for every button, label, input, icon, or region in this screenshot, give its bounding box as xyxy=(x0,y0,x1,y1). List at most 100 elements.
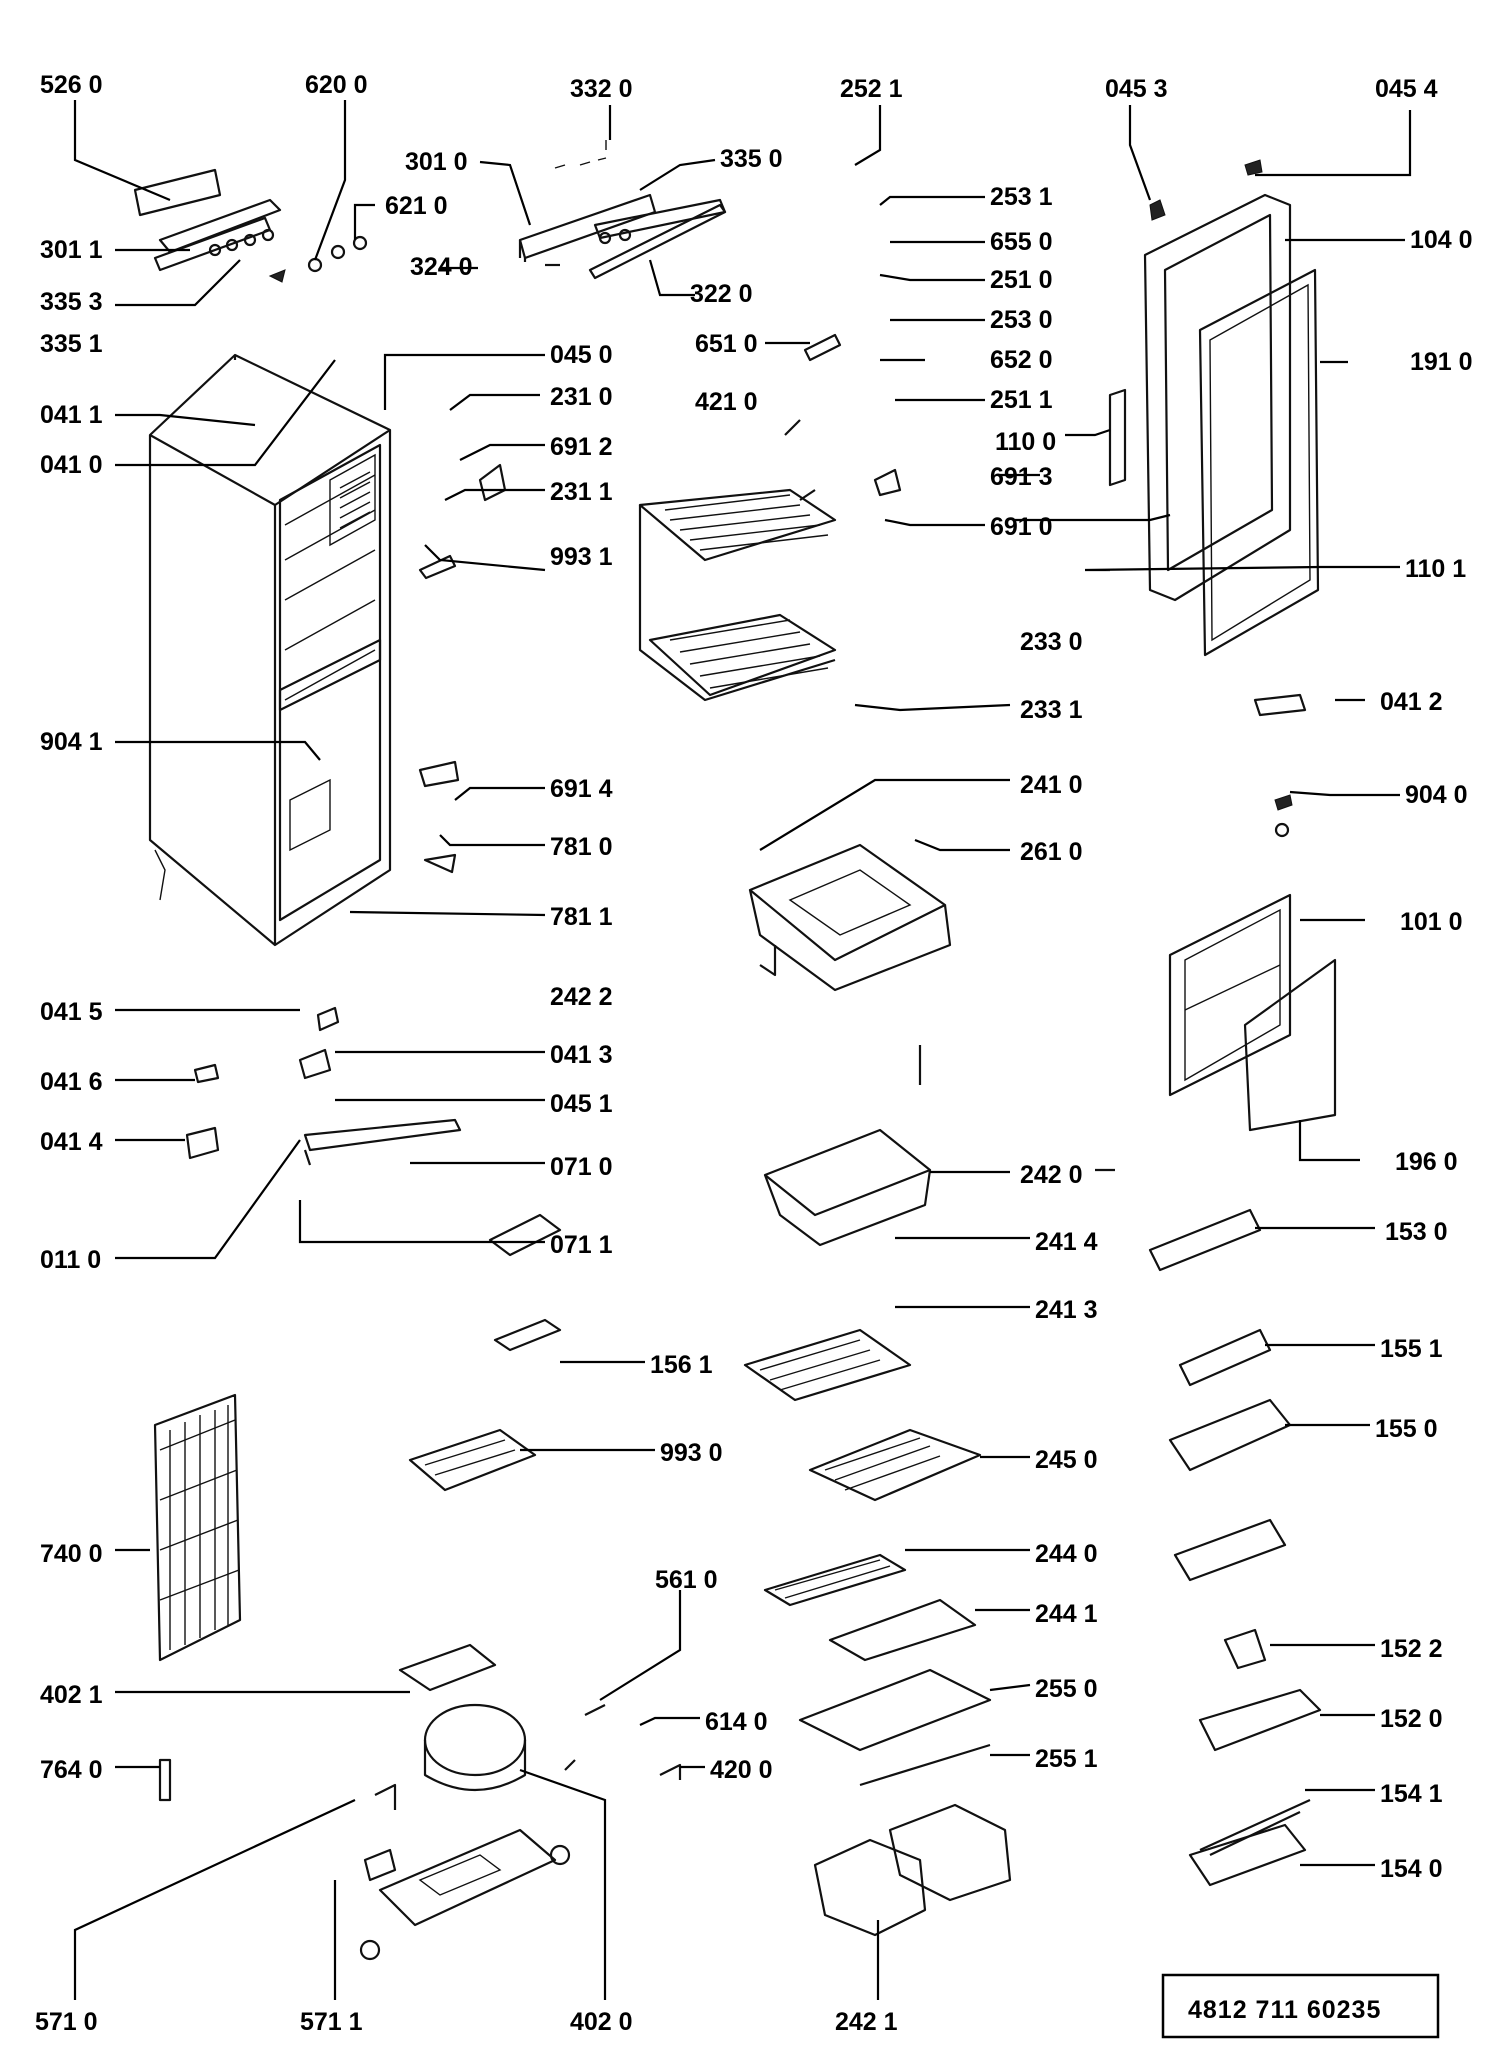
label-251-1: 251 1 xyxy=(990,386,1053,414)
label-045-0: 045 0 xyxy=(550,341,613,369)
small-parts-drawing xyxy=(185,333,1307,1780)
label-241-0: 241 0 xyxy=(1020,771,1083,799)
label-071-0: 071 0 xyxy=(550,1153,613,1181)
label-011-0: 011 0 xyxy=(40,1246,101,1274)
label-041-0: 041 0 xyxy=(40,451,103,479)
label-155-1: 155 1 xyxy=(1380,1335,1443,1363)
label-101-0: 101 0 xyxy=(1400,908,1463,936)
label-241-3: 241 3 xyxy=(1035,1296,1098,1324)
label-253-1: 253 1 xyxy=(990,183,1053,211)
label-156-1: 156 1 xyxy=(650,1351,713,1379)
label-691-2: 691 2 xyxy=(550,433,613,461)
label-191-0: 191 0 xyxy=(1410,348,1473,376)
label-045-3: 045 3 xyxy=(1105,75,1168,103)
label-571-1: 571 1 xyxy=(300,2008,363,2036)
label-335-1: 335 1 xyxy=(40,330,103,358)
label-041-6: 041 6 xyxy=(40,1068,103,1096)
label-651-0: 651 0 xyxy=(695,330,758,358)
label-041-3: 041 3 xyxy=(550,1041,613,1069)
label-764-0: 764 0 xyxy=(40,1756,103,1784)
label-242-1: 242 1 xyxy=(835,2008,898,2036)
label-255-1: 255 1 xyxy=(1035,1745,1098,1773)
label-110-0: 110 0 xyxy=(995,428,1056,456)
label-561-0: 561 0 xyxy=(655,1566,718,1594)
label-655-0: 655 0 xyxy=(990,228,1053,256)
label-571-0: 571 0 xyxy=(35,2008,98,2036)
label-245-0: 245 0 xyxy=(1035,1446,1098,1474)
part-labels: 526 0 620 0 332 0 252 1 045 3 045 4 301 … xyxy=(35,71,1473,2036)
label-621-0: 621 0 xyxy=(385,192,448,220)
label-614-0: 614 0 xyxy=(705,1708,768,1736)
label-153-0: 153 0 xyxy=(1385,1218,1448,1246)
label-242-2: 242 2 xyxy=(550,983,613,1011)
label-691-3: 691 3 xyxy=(990,463,1053,491)
drawers-drawing xyxy=(743,843,1115,1937)
label-071-1: 071 1 xyxy=(550,1231,613,1259)
label-691-0: 691 0 xyxy=(990,513,1053,541)
reference-number-text: 4812 711 60235 xyxy=(1188,1996,1381,2024)
freezer-door-drawing xyxy=(1168,893,1337,1132)
label-154-0: 154 0 xyxy=(1380,1855,1443,1883)
label-420-0: 420 0 xyxy=(710,1756,773,1784)
label-301-1: 301 1 xyxy=(40,236,103,264)
label-231-0: 231 0 xyxy=(550,383,613,411)
label-251-0: 251 0 xyxy=(990,266,1053,294)
label-620-0: 620 0 xyxy=(305,71,368,99)
label-233-0: 233 0 xyxy=(1020,628,1083,656)
label-155-0: 155 0 xyxy=(1375,1415,1438,1443)
label-104-0: 104 0 xyxy=(1410,226,1473,254)
label-335-0: 335 0 xyxy=(720,145,783,173)
label-241-4: 241 4 xyxy=(1035,1228,1098,1256)
label-244-0: 244 0 xyxy=(1035,1540,1098,1568)
label-781-0: 781 0 xyxy=(550,833,613,861)
label-261-0: 261 0 xyxy=(1020,838,1083,866)
label-045-4: 045 4 xyxy=(1375,75,1438,103)
label-324-0: 324 0 xyxy=(410,253,473,281)
label-740-0: 740 0 xyxy=(40,1540,103,1568)
label-154-1: 154 1 xyxy=(1380,1780,1443,1808)
label-335-3: 335 3 xyxy=(40,288,103,316)
control-panel-drawing xyxy=(133,140,727,283)
part-drawings xyxy=(133,140,1337,1961)
label-652-0: 652 0 xyxy=(990,346,1053,374)
label-041-4: 041 4 xyxy=(40,1128,103,1156)
label-402-0: 402 0 xyxy=(570,2008,633,2036)
label-152-2: 152 2 xyxy=(1380,1635,1443,1663)
reference-number-box: 4812 711 60235 xyxy=(1161,1973,1440,2039)
label-252-1: 252 1 xyxy=(840,75,903,103)
label-301-0: 301 0 xyxy=(405,148,468,176)
label-253-0: 253 0 xyxy=(990,306,1053,334)
label-781-1: 781 1 xyxy=(550,903,613,931)
door-drawing xyxy=(1108,159,1320,657)
label-904-0: 904 0 xyxy=(1405,781,1468,809)
label-691-4: 691 4 xyxy=(550,775,613,803)
door-bins-drawing xyxy=(1148,1208,1322,1887)
label-993-0: 993 0 xyxy=(660,1439,723,1467)
label-233-1: 233 1 xyxy=(1020,696,1083,724)
label-332-0: 332 0 xyxy=(570,75,633,103)
label-402-1: 402 1 xyxy=(40,1681,103,1709)
label-421-0: 421 0 xyxy=(695,388,758,416)
label-322-0: 322 0 xyxy=(690,280,753,308)
condenser-drawing xyxy=(153,1393,242,1662)
label-255-0: 255 0 xyxy=(1035,1675,1098,1703)
label-041-2: 041 2 xyxy=(1380,688,1443,716)
label-110-1: 110 1 xyxy=(1405,555,1466,583)
label-904-1: 904 1 xyxy=(40,728,103,756)
compressor-drawing xyxy=(158,1643,571,1961)
label-526-0: 526 0 xyxy=(40,71,103,99)
label-242-0: 242 0 xyxy=(1020,1161,1083,1189)
label-993-1: 993 1 xyxy=(550,543,613,571)
label-041-5: 041 5 xyxy=(40,998,103,1026)
label-041-1: 041 1 xyxy=(40,401,103,429)
label-152-0: 152 0 xyxy=(1380,1705,1443,1733)
leader-lines xyxy=(73,100,1412,2000)
label-244-1: 244 1 xyxy=(1035,1600,1098,1628)
evaporator-drawing xyxy=(638,419,837,702)
cabinet-drawing xyxy=(148,353,392,947)
label-196-0: 196 0 xyxy=(1395,1148,1458,1176)
label-231-1: 231 1 xyxy=(550,478,613,506)
label-045-1: 045 1 xyxy=(550,1090,613,1118)
